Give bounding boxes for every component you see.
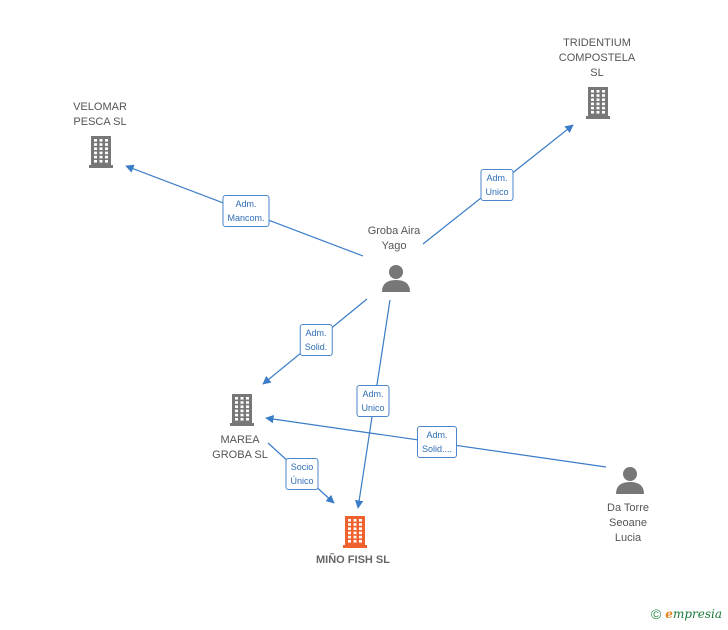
edge-label-groba-to-tridentium[interactable]: Adm. Unico bbox=[480, 169, 514, 201]
person-icon-groba[interactable] bbox=[382, 265, 410, 292]
node-label-tridentium[interactable]: TRIDENTIUM COMPOSTELA SL bbox=[558, 37, 636, 79]
edge-label-groba-to-mino[interactable]: Adm. Unico bbox=[356, 385, 390, 417]
node-label-mino[interactable]: MIÑO FISH SL bbox=[316, 554, 390, 566]
copyright-symbol: © bbox=[650, 606, 662, 622]
building-icon-velomar[interactable] bbox=[89, 136, 113, 168]
person-icon-datorre[interactable] bbox=[616, 467, 644, 494]
edge-label-marea-to-mino[interactable]: Socio Único bbox=[285, 458, 319, 490]
node-label-groba[interactable]: Groba Aira Yago bbox=[367, 225, 421, 252]
building-icon-tridentium[interactable] bbox=[586, 87, 610, 119]
node-label-marea[interactable]: MAREA GROBA SL bbox=[212, 434, 268, 461]
node-label-velomar[interactable]: VELOMAR PESCA SL bbox=[73, 101, 127, 128]
empresia-logo[interactable]: empresia bbox=[665, 607, 722, 621]
edge-label-datorre-to-marea[interactable]: Adm. Solid.... bbox=[416, 426, 458, 458]
building-icon-marea[interactable] bbox=[230, 394, 254, 426]
node-label-datorre[interactable]: Da Torre Seoane Lucia bbox=[607, 502, 649, 544]
building-icon-mino[interactable] bbox=[343, 516, 367, 548]
edge-label-groba-to-marea[interactable]: Adm. Solid. bbox=[299, 324, 333, 356]
footer-brand: © empresia bbox=[651, 606, 722, 622]
edge-label-groba-to-velomar[interactable]: Adm. Mancom. bbox=[222, 195, 270, 227]
